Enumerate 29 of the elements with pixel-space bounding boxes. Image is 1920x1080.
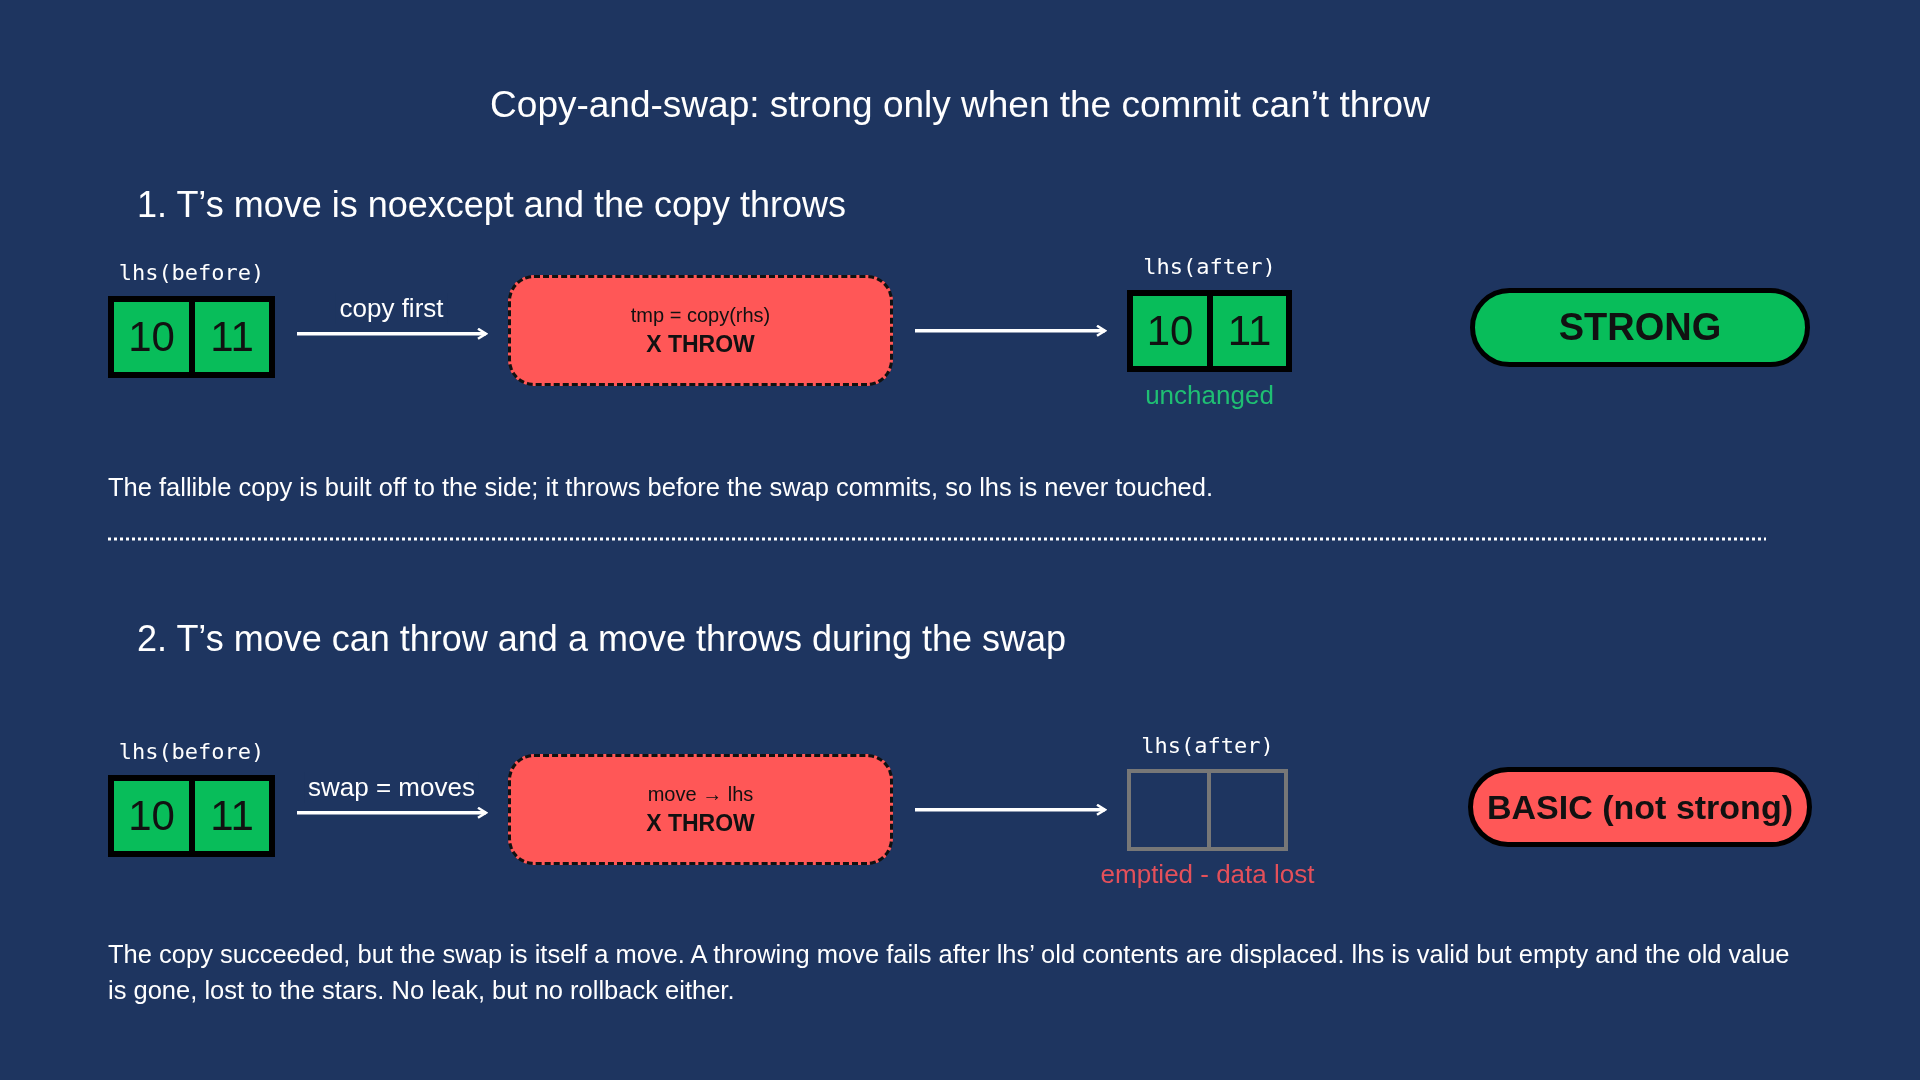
arrow bbox=[297, 327, 488, 340]
description-text: The copy succeeded, but the swap is itself a move. A throwing move fails after lhs’ old contents are displaced. lhs is valid but empty and the old value is gone, lost to the stars. No leak, but no rollback either. bbox=[108, 939, 1791, 1006]
arrow bbox=[297, 806, 488, 819]
value-cell: 11 bbox=[195, 302, 269, 372]
failure-step-box bbox=[508, 754, 893, 865]
guarantee-badge: BASIC (not strong) bbox=[1468, 767, 1812, 847]
throw-text: X THROW bbox=[646, 330, 755, 358]
array-label: lhs(after) bbox=[1140, 733, 1275, 758]
array-label: lhs(before) bbox=[117, 260, 266, 285]
description-text: The fallible copy is built off to the side; it throws before the swap commits, so lhs is never touched. bbox=[108, 472, 1214, 503]
status-note: unchanged bbox=[1144, 380, 1275, 411]
operation-text: move → lhs bbox=[647, 782, 754, 806]
arrow bbox=[915, 803, 1107, 816]
section-heading: 1. T’s move is noexcept and the copy throws bbox=[137, 183, 847, 227]
value-cell: 10 bbox=[114, 302, 189, 372]
throw-text: X THROW bbox=[646, 809, 755, 837]
value-cell: 11 bbox=[1213, 296, 1286, 366]
value-cell: 10 bbox=[1133, 296, 1207, 366]
title: Copy-and-swap: strong only when the commit can’t throw bbox=[489, 84, 1431, 126]
array-label: lhs(before) bbox=[117, 739, 266, 764]
operation-text: tmp = copy(rhs) bbox=[630, 303, 771, 327]
array-label: lhs(after) bbox=[1142, 254, 1277, 279]
arrow bbox=[915, 324, 1107, 337]
failure-step-box bbox=[508, 275, 893, 386]
value-cell: 11 bbox=[195, 781, 269, 851]
section-heading: 2. T’s move can throw and a move throws during the swap bbox=[137, 617, 1067, 661]
guarantee-badge: STRONG bbox=[1470, 288, 1810, 367]
status-note: emptied - data lost bbox=[1099, 859, 1316, 890]
value-cell: 10 bbox=[114, 781, 189, 851]
